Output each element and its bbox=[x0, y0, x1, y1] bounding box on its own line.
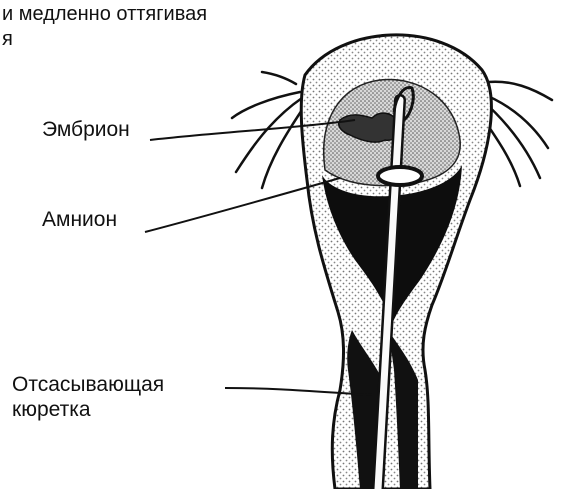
label-curette-line-1: Отсасывающая bbox=[12, 372, 164, 397]
label-embryo: Эмбрион bbox=[42, 118, 130, 142]
caption-line-2: я bbox=[2, 27, 207, 52]
label-curette-line-2: кюретка bbox=[12, 397, 164, 422]
curette-ring bbox=[378, 167, 422, 185]
label-curette: Отсасывающая кюретка bbox=[12, 372, 164, 422]
figure-caption: и медленно оттягивая я bbox=[2, 2, 207, 52]
caption-line-1: и медленно оттягивая bbox=[2, 2, 207, 27]
label-amnion: Амнион bbox=[42, 208, 117, 232]
